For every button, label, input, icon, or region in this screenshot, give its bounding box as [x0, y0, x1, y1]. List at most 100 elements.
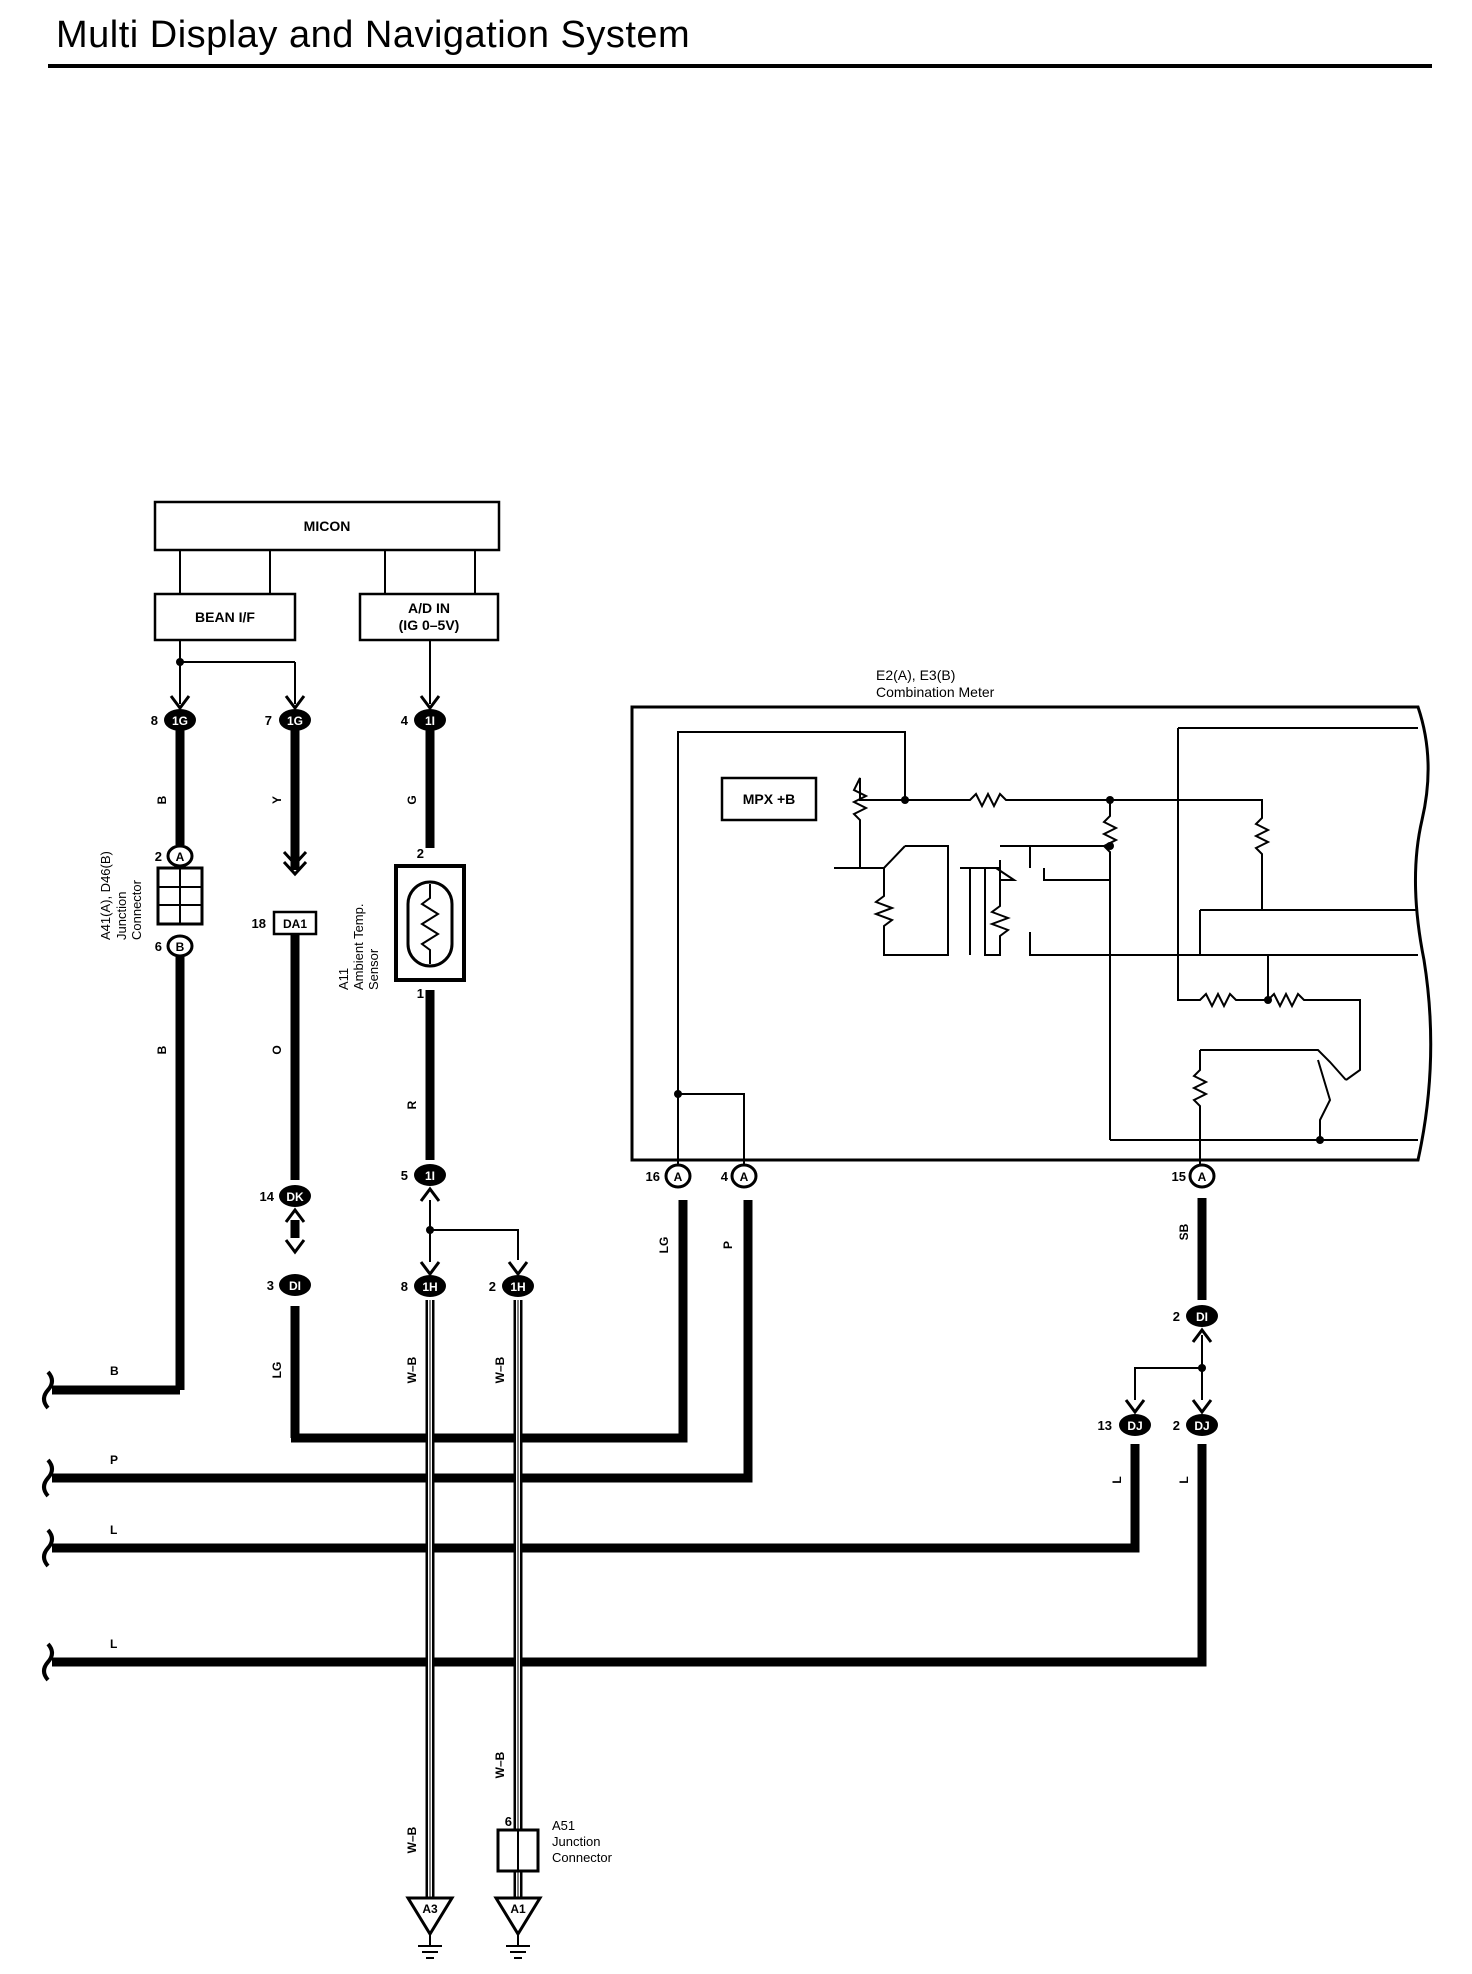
svg-text:Ambient Temp.: Ambient Temp. [351, 904, 366, 990]
svg-text:3: 3 [267, 1278, 274, 1293]
svg-text:R: R [405, 1100, 419, 1109]
svg-text:4: 4 [721, 1169, 729, 1184]
bean-if-block: BEAN I/F [153, 592, 297, 642]
svg-text:A41(A), D46(B): A41(A), D46(B) [98, 851, 113, 940]
svg-text:W–B: W–B [405, 1826, 419, 1853]
junction-connector-a51 [496, 1828, 540, 1873]
svg-text:Y: Y [270, 796, 284, 804]
ground-a1: A1 [493, 1896, 543, 1959]
ground-a3: A3 [405, 1896, 455, 1959]
wb-wires [425, 1300, 523, 1898]
bean-split-dot [176, 658, 184, 666]
svg-text:DJ: DJ [1127, 1419, 1142, 1433]
svg-text:B: B [110, 1364, 119, 1378]
ad-in-label: A/D IN [408, 600, 450, 616]
svg-text:2: 2 [1173, 1418, 1180, 1433]
svg-text:A11: A11 [336, 968, 351, 990]
svg-text:A3: A3 [422, 1902, 438, 1916]
combination-meter: E2(A), E3(B) Combination Meter MPX +B [630, 667, 1433, 1170]
svg-text:2: 2 [155, 849, 162, 864]
bean-if-label: BEAN I/F [195, 609, 255, 625]
splice-dot [426, 1226, 434, 1234]
connector-meter-a-4: A [730, 1163, 758, 1189]
svg-text:SB: SB [1177, 1223, 1191, 1240]
svg-text:B: B [155, 795, 169, 804]
ad-in-block: A/D IN (IG 0–5V) [358, 592, 500, 642]
connector-1i-4: 1I [414, 695, 446, 731]
svg-text:A: A [176, 850, 185, 864]
svg-text:L: L [1110, 1476, 1124, 1483]
svg-text:8: 8 [401, 1279, 408, 1294]
svg-text:1: 1 [417, 986, 424, 1001]
connector-di-3: DI [279, 1239, 311, 1296]
svg-text:A51: A51 [552, 1818, 575, 1833]
svg-text:W–B: W–B [405, 1356, 419, 1383]
svg-text:1I: 1I [425, 714, 435, 728]
title-rule [48, 64, 1432, 68]
connector-1g-8: 1G [164, 695, 196, 731]
ambient-temp-sensor [394, 864, 466, 982]
svg-text:1I: 1I [425, 1169, 435, 1183]
svg-text:1H: 1H [510, 1280, 525, 1294]
svg-text:G: G [405, 795, 419, 804]
svg-text:13: 13 [1098, 1418, 1112, 1433]
mpx-b-label: MPX +B [743, 791, 796, 807]
connector-meter-a-16: A [664, 1163, 692, 1189]
svg-text:B: B [155, 1045, 169, 1054]
svg-text:A: A [1198, 1170, 1207, 1184]
svg-text:L: L [110, 1637, 117, 1651]
svg-text:7: 7 [265, 713, 272, 728]
svg-text:DI: DI [1196, 1310, 1208, 1324]
connector-da1: DA1 [272, 850, 318, 936]
bean-split [179, 640, 431, 704]
svg-text:L: L [1177, 1476, 1191, 1483]
meter-id: E2(A), E3(B) [876, 667, 955, 683]
thick-wires [52, 730, 1207, 1667]
svg-text:W–B: W–B [493, 1356, 507, 1383]
svg-text:A1: A1 [510, 1902, 526, 1916]
micon-label: MICON [304, 518, 351, 534]
svg-text:Sensor: Sensor [366, 948, 381, 990]
svg-text:LG: LG [657, 1237, 671, 1254]
svg-text:DK: DK [286, 1190, 304, 1204]
junction-a51-label: A51 Junction Connector [552, 1818, 613, 1865]
svg-text:L: L [110, 1523, 117, 1537]
svg-text:A: A [674, 1170, 683, 1184]
svg-text:W–B: W–B [493, 1751, 507, 1778]
connector-di-2: DI [1186, 1305, 1218, 1343]
svg-text:1H: 1H [422, 1280, 437, 1294]
svg-text:5: 5 [401, 1168, 408, 1183]
thin-splices [429, 1200, 1203, 1400]
svg-text:Connector: Connector [129, 879, 144, 940]
svg-text:B: B [176, 940, 185, 954]
connector-1h-8: 1H [414, 1261, 446, 1297]
micon-bus-lines [179, 550, 476, 594]
svg-text:2: 2 [489, 1279, 496, 1294]
ad-in-range-label: (IG 0–5V) [399, 617, 460, 633]
svg-text:Junction: Junction [552, 1834, 600, 1849]
svg-text:18: 18 [252, 916, 266, 931]
svg-text:15: 15 [1172, 1169, 1186, 1184]
svg-text:8: 8 [151, 713, 158, 728]
svg-text:DA1: DA1 [283, 917, 307, 931]
svg-text:DJ: DJ [1194, 1419, 1209, 1433]
micon-block: MICON [153, 500, 501, 552]
svg-text:14: 14 [260, 1189, 275, 1204]
meter-name: Combination Meter [876, 684, 995, 700]
wire-end-breaks [42, 1370, 54, 1682]
svg-text:P: P [110, 1453, 118, 1467]
svg-text:Connector: Connector [552, 1850, 613, 1865]
svg-text:P: P [721, 1241, 735, 1249]
connector-dj-2: DJ [1186, 1399, 1218, 1436]
svg-text:2: 2 [1173, 1309, 1180, 1324]
svg-text:DI: DI [289, 1279, 301, 1293]
svg-text:16: 16 [646, 1169, 660, 1184]
svg-text:4: 4 [401, 713, 409, 728]
sensor-a11-label: A11 Ambient Temp. Sensor [336, 904, 381, 990]
svg-text:O: O [270, 1045, 284, 1054]
pin-numbers: 8 7 4 2 6 18 2 1 14 3 5 8 2 16 4 15 2 13… [151, 713, 1186, 1829]
connector-1g-7: 1G [279, 695, 311, 731]
svg-text:2: 2 [417, 846, 424, 861]
svg-text:A: A [740, 1170, 749, 1184]
